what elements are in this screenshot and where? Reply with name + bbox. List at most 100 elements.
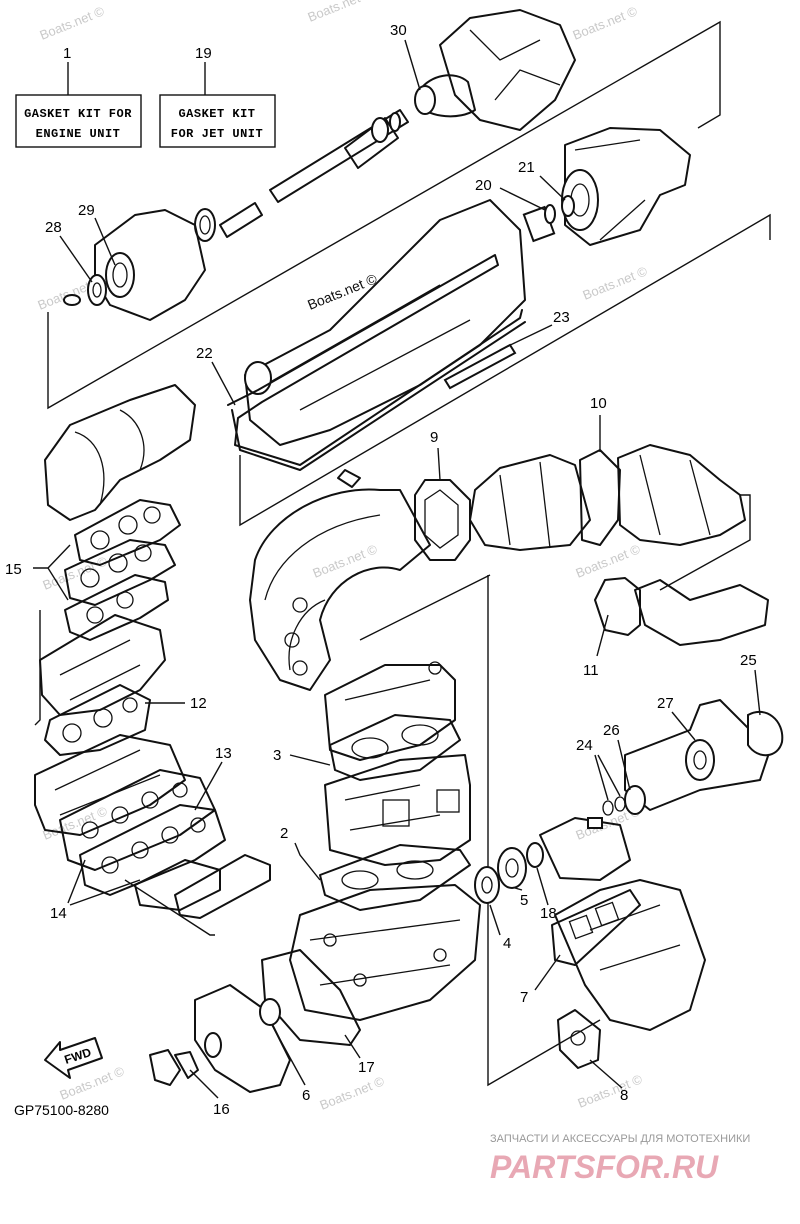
kit-label-box bbox=[159, 94, 276, 148]
gasket-part-10 bbox=[579, 449, 621, 546]
seal-part-4 bbox=[474, 866, 500, 904]
seal-part-26 bbox=[624, 785, 646, 815]
carburetor-manifold: 7 8 bbox=[520, 879, 706, 1104]
kit-label-box bbox=[15, 94, 142, 148]
manifold-gasket-stack: 15 bbox=[5, 499, 181, 641]
callout-16: 16 bbox=[213, 1101, 230, 1118]
o-ring-part-24a bbox=[602, 800, 614, 816]
callout-10: 10 bbox=[590, 395, 607, 412]
watermarks: Boats.net © Boats.net © Boats.net © Boat… bbox=[36, 0, 650, 1113]
gasket-part-2 bbox=[319, 844, 471, 911]
spacer-plate-part-23: 23 bbox=[443, 309, 570, 390]
callout-18: 18 bbox=[540, 905, 557, 922]
gasket-part-7 bbox=[551, 889, 641, 966]
kit-label-jet: 19 GASKET KIT FOR JET UNIT bbox=[159, 45, 276, 148]
drive-shaft bbox=[194, 109, 409, 242]
watermark: Boats.net © bbox=[574, 541, 643, 581]
exhaust-pipe bbox=[249, 469, 431, 691]
callout-30: 30 bbox=[390, 22, 407, 39]
cylinder-head: 3 bbox=[273, 661, 461, 781]
callout-28: 28 bbox=[45, 219, 62, 236]
callout-6: 6 bbox=[302, 1087, 310, 1104]
callout-8: 8 bbox=[620, 1087, 628, 1104]
gasket-part-17 bbox=[261, 949, 361, 1046]
callout-26: 26 bbox=[603, 722, 620, 739]
seal-part-6 bbox=[259, 998, 281, 1026]
callout-17: 17 bbox=[358, 1059, 375, 1076]
seal-part-5 bbox=[497, 847, 527, 889]
kit-label-line: GASKET KIT bbox=[178, 107, 255, 121]
gasket-part-11 bbox=[594, 577, 641, 636]
callout-19: 19 bbox=[195, 45, 212, 62]
water-lock-pipe: 11 bbox=[583, 577, 769, 679]
watermark: Boats.net © bbox=[318, 1073, 387, 1113]
water-lock: 9 10 bbox=[414, 395, 746, 561]
diagram-code: GP75100-8280 bbox=[14, 1102, 109, 1118]
gasket-part-15b bbox=[64, 539, 176, 606]
shop-watermark: ЗАПЧАСТИ И АКСЕССУАРЫ ДЛЯ МОТОТЕХНИКИ PA… bbox=[490, 1133, 750, 1185]
gasket-part-9 bbox=[414, 479, 471, 561]
kit-label-line: FOR JET UNIT bbox=[171, 127, 263, 141]
callout-22: 22 bbox=[196, 345, 213, 362]
kit-label-line: ENGINE UNIT bbox=[36, 127, 121, 141]
callout-23: 23 bbox=[553, 309, 570, 326]
callout-2: 2 bbox=[280, 825, 288, 842]
flywheel-cover: 17 6 bbox=[194, 949, 375, 1104]
callout-24: 24 bbox=[576, 737, 593, 754]
callout-1: 1 bbox=[63, 45, 71, 62]
exhaust-manifold: 12 bbox=[39, 614, 207, 756]
callout-13: 13 bbox=[215, 745, 232, 762]
o-ring-part-24b bbox=[614, 796, 626, 812]
shop-brand: PARTSFOR.RU bbox=[490, 1149, 719, 1185]
kit-label-engine: 1 GASKET KIT FOR ENGINE UNIT bbox=[15, 45, 142, 148]
callout-29: 29 bbox=[78, 202, 95, 219]
bearing-part-27 bbox=[685, 739, 715, 781]
gasket-part-8 bbox=[557, 1009, 601, 1069]
seal-part-21 bbox=[561, 195, 575, 217]
gasket-part-13 bbox=[59, 769, 216, 871]
group-frame-lines bbox=[34, 20, 771, 1087]
seal-part-18 bbox=[526, 842, 544, 868]
callout-21: 21 bbox=[518, 159, 535, 176]
gasket-part-15a bbox=[74, 499, 181, 566]
jet-pump-housing-top: 30 bbox=[390, 9, 576, 131]
gasket-part-14a bbox=[79, 804, 226, 896]
fwd-arrow: FWD bbox=[44, 1037, 103, 1079]
callout-14: 14 bbox=[50, 905, 67, 922]
callout-12: 12 bbox=[190, 695, 207, 712]
o-ring-part-30 bbox=[414, 85, 436, 115]
callout-7: 7 bbox=[520, 989, 528, 1006]
exhaust-chamber: 22 bbox=[196, 199, 526, 471]
crank-seals: 4 5 18 bbox=[474, 842, 557, 952]
o-ring-part-25 bbox=[747, 710, 784, 757]
watermark: Boats.net © bbox=[306, 0, 375, 25]
callout-3: 3 bbox=[273, 747, 281, 764]
callout-20: 20 bbox=[475, 177, 492, 194]
callout-15: 15 bbox=[5, 561, 22, 578]
watermark: Boats.net © bbox=[38, 3, 107, 43]
callout-4: 4 bbox=[503, 935, 511, 952]
callout-5: 5 bbox=[520, 892, 528, 909]
callout-11: 11 bbox=[583, 662, 599, 679]
watermark: Boats.net © bbox=[311, 541, 380, 581]
kit-label-line: GASKET KIT FOR bbox=[24, 107, 132, 121]
gasket-part-12 bbox=[44, 684, 151, 756]
coupler-housing: 25 27 26 24 bbox=[539, 652, 784, 881]
bracket-part-16: 16 bbox=[149, 1049, 230, 1118]
intermediate-housing: 29 28 bbox=[45, 202, 206, 321]
watermark: Boats.net © bbox=[581, 263, 650, 303]
crankcase bbox=[289, 884, 481, 1021]
intake-manifold: 13 14 bbox=[34, 734, 271, 922]
cylinder-block: 2 bbox=[280, 754, 471, 911]
gasket-part-14b bbox=[134, 859, 221, 911]
exhaust-elbow bbox=[44, 384, 196, 521]
watermark: Boats.net © bbox=[571, 3, 640, 43]
seal-part-28 bbox=[87, 274, 107, 306]
gasket-part-3 bbox=[329, 714, 461, 781]
callout-27: 27 bbox=[657, 695, 674, 712]
callout-9: 9 bbox=[430, 429, 438, 446]
callout-25: 25 bbox=[740, 652, 757, 669]
impeller-housing: 21 20 bbox=[475, 127, 691, 246]
shop-caption: ЗАПЧАСТИ И АКСЕССУАРЫ ДЛЯ МОТОТЕХНИКИ bbox=[490, 1133, 750, 1145]
